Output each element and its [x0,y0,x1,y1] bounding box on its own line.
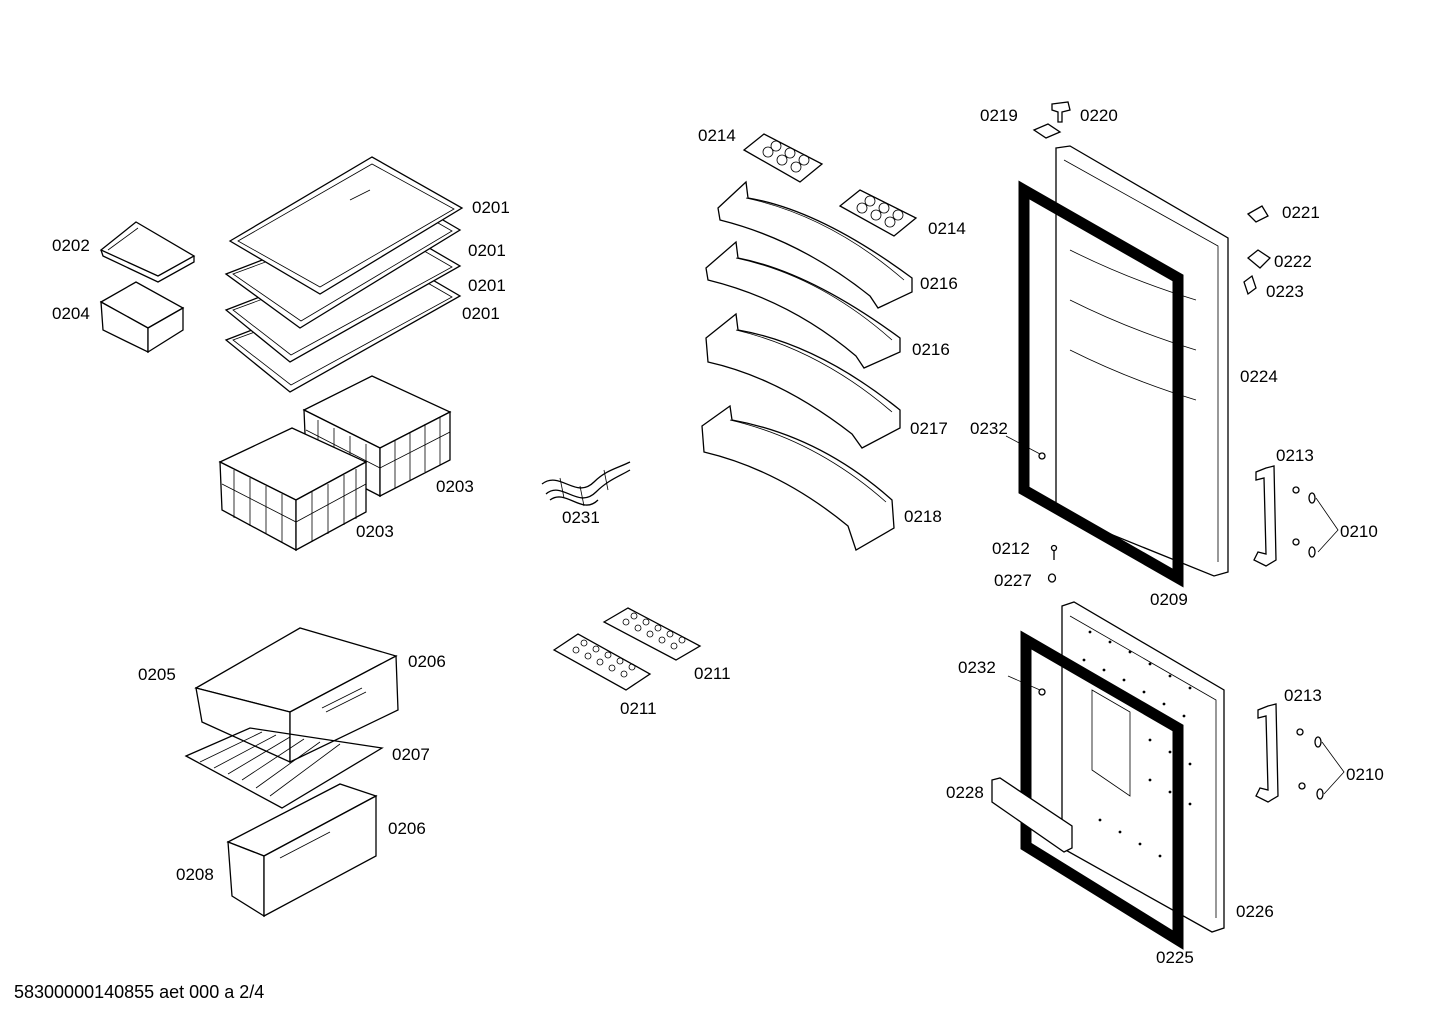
glass-shelf-group [224,156,464,393]
label-0228: 0228 [946,783,984,802]
label-0226: 0226 [1236,902,1274,921]
freezer-drawer-upper [194,627,399,764]
label-0202: 0202 [52,236,90,255]
wire-grate-0207 [184,727,384,809]
label-0206-upper: 0206 [408,652,446,671]
label-0216-upper: 0216 [920,274,958,293]
label-0223: 0223 [1266,282,1304,301]
label-0210-upper: 0210 [1340,522,1378,541]
door-balcony-0216-upper [717,180,913,309]
upper-door-0224 [1055,145,1229,577]
label-0220: 0220 [1080,106,1118,125]
label-0210-lower: 0210 [1346,765,1384,784]
label-0231: 0231 [562,508,600,527]
screws-0210 [1292,486,1345,800]
label-0208: 0208 [176,865,214,884]
label-0224: 0224 [1240,367,1278,386]
label-0209: 0209 [1150,590,1188,609]
door-balcony-0217 [705,312,901,449]
flap-0228 [991,777,1073,853]
wire-basket-front [218,427,368,552]
label-0204: 0204 [52,304,90,323]
label-0213-upper: 0213 [1276,446,1314,465]
hinge-part-0223 [1243,274,1257,296]
label-0211-right: 0211 [694,664,731,683]
label-0201-second: 0201 [468,241,506,260]
door-balcony-0218 [701,404,895,551]
label-0214-upper: 0214 [698,126,736,145]
label-0203-rear: 0203 [436,477,474,496]
label-0205: 0205 [138,665,176,684]
label-0201-fourth: 0201 [462,304,500,323]
door-handle-lower [1255,703,1279,803]
label-0232-upper: 0232 [970,419,1008,438]
label-0222: 0222 [1274,252,1312,271]
label-0201-top: 0201 [472,198,510,217]
bottle-rack-0231 [541,461,631,507]
ice-tray-front [552,633,652,691]
label-0201-third: 0201 [468,276,506,295]
label-0211-bottom: 0211 [620,699,657,718]
egg-tray-upper [742,133,824,183]
egg-tray-lower [838,189,918,237]
label-0221: 0221 [1282,203,1320,222]
label-0206-lower: 0206 [388,819,426,838]
small-shelf-0202 [99,221,196,283]
storage-box-0204 [99,281,185,354]
ice-tray-rear [602,607,702,661]
document-reference-footer: 58300000140855 aet 000 a 2/4 [14,982,265,1002]
door-gasket-0225 [1020,630,1184,950]
label-0214-lower: 0214 [928,219,966,238]
door-balcony-0216-lower [705,240,901,369]
label-0217: 0217 [910,419,948,438]
hinge-part-0220 [1051,101,1071,123]
label-0213-lower: 0213 [1284,686,1322,705]
label-0227: 0227 [994,571,1032,590]
hinge-part-0221 [1246,205,1269,223]
door-gasket-0209 [1018,180,1184,588]
label-0225: 0225 [1156,948,1194,967]
label-0219: 0219 [980,106,1018,125]
hinge-part-0219 [1032,123,1062,139]
label-0218: 0218 [904,507,942,526]
label-0207: 0207 [392,745,430,764]
label-0203-front: 0203 [356,522,394,541]
label-0216-lower: 0216 [912,340,950,359]
label-0232-lower: 0232 [958,658,996,677]
freezer-drawer-lower [226,783,378,918]
door-handle-upper [1253,465,1277,567]
label-0212: 0212 [992,539,1030,558]
hinge-part-0222 [1246,249,1272,269]
